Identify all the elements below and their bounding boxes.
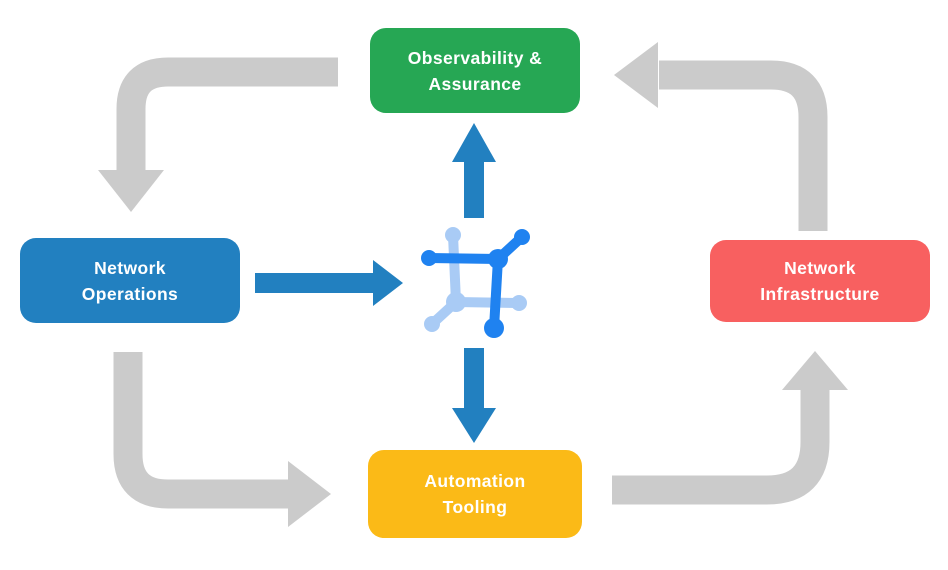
arrowhead-left-icon [614, 42, 658, 108]
arrow-shaft [113, 352, 289, 509]
node-label-line: Infrastructure [760, 284, 880, 304]
arrow-shaft [659, 60, 828, 231]
node-observability-assurance: Observability & Assurance [370, 28, 580, 113]
arrowhead-right-icon [288, 461, 331, 527]
node-label-line: Automation [424, 471, 526, 491]
node-label-line: Assurance [428, 73, 522, 94]
arrow-shaft [116, 57, 338, 171]
node-automation-tooling: Automation Tooling [368, 450, 582, 538]
arrowhead-up-icon [452, 123, 496, 162]
node-label-line: Operations [81, 283, 179, 304]
network-icon-dark-parts [421, 229, 530, 338]
node-label-line: Network [784, 258, 856, 278]
network-nodes-icon [421, 227, 530, 338]
node-network-operations: Network Operations [20, 238, 240, 323]
node-label-line: Observability & [407, 47, 543, 68]
network-icon-light-parts [424, 227, 527, 332]
node-label-line: Tooling [442, 497, 508, 517]
arrow-shaft [612, 389, 830, 505]
arrowhead-right-icon [373, 260, 403, 306]
arrowhead-down-icon [98, 170, 164, 212]
node-network-infrastructure: Network Infrastructure [710, 240, 930, 322]
node-label-line: Network [94, 257, 166, 278]
arrowhead-down-icon [452, 408, 496, 443]
arrowhead-up-icon [782, 351, 848, 390]
